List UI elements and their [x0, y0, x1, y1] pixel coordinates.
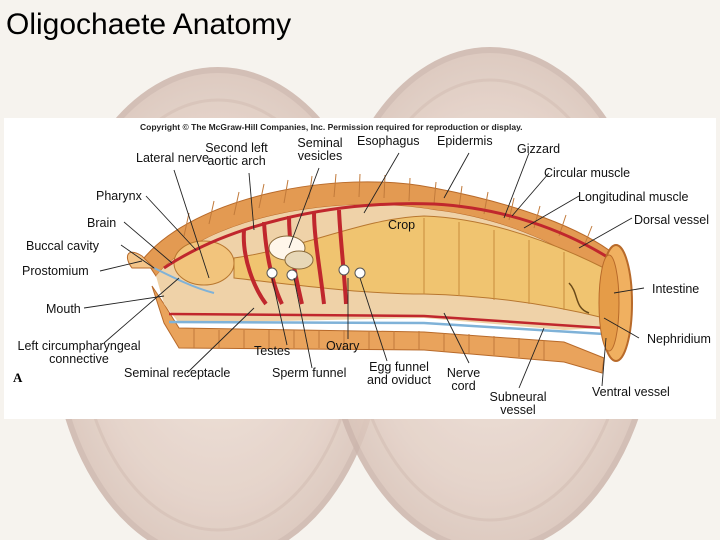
label-nephridium: Nephridium — [647, 332, 711, 346]
seminal-vesicles-shape — [268, 235, 314, 270]
label-crop: Crop — [388, 218, 416, 232]
label-epidermis: Epidermis — [437, 134, 493, 148]
label-second-left-aortic-arch: Second left aortic arch — [205, 141, 268, 168]
label-seminal-receptacle: Seminal receptacle — [124, 366, 231, 380]
label-brain: Brain — [87, 216, 117, 230]
label-sperm-funnel: Sperm funnel — [272, 366, 347, 380]
label-esophagus: Esophagus — [357, 134, 420, 148]
label-ovary: Ovary — [326, 339, 360, 353]
label-subneural-vessel: Subneural vessel — [489, 390, 547, 417]
label-gizzard: Gizzard — [517, 142, 561, 156]
label-seminal-vesicles: Seminal vesicles — [297, 136, 343, 163]
label-nerve-cord: Nerve cord — [446, 366, 481, 393]
label-left-circumpharyngeal-connective: Left circumpharyngeal connective — [17, 339, 141, 366]
anatomy-figure: Copyright © The McGraw-Hill Companies, I… — [4, 118, 716, 419]
dorsal-vessel-line — [163, 202, 610, 270]
nephridium-shape — [568, 282, 590, 314]
slide-title: Oligochaete Anatomy — [6, 8, 292, 41]
label-intestine: Intestine — [652, 282, 700, 296]
ventral-vessel-line — [168, 312, 605, 330]
body-wall-ventral — [151, 285, 605, 374]
label-pharynx: Pharynx — [96, 189, 142, 203]
label-testes: Testes — [254, 344, 291, 358]
label-mouth: Mouth — [46, 302, 81, 316]
label-circular-muscle: Circular muscle — [544, 166, 631, 180]
label-longitudinal-muscle: Longitudinal muscle — [578, 190, 689, 204]
aortic-arches — [241, 209, 348, 306]
label-lateral-nerve: Lateral nerve — [136, 151, 209, 165]
segment-rings — [183, 173, 593, 360]
nerve-cord-line — [168, 320, 605, 336]
figure-panel-letter: A — [13, 370, 23, 385]
label-dorsal-vessel: Dorsal vessel — [634, 213, 710, 227]
earthworm-illustration — [83, 152, 645, 389]
label-buccal-cavity: Buccal cavity — [26, 239, 99, 253]
label-prostomium: Prostomium — [22, 264, 89, 278]
label-egg-funnel-and-oviduct: Egg funnel and oviduct — [367, 360, 431, 387]
copyright-notice: Copyright © The McGraw-Hill Companies, I… — [140, 122, 523, 132]
leader-lines — [83, 152, 645, 389]
label-ventral-vessel: Ventral vessel — [592, 385, 670, 399]
